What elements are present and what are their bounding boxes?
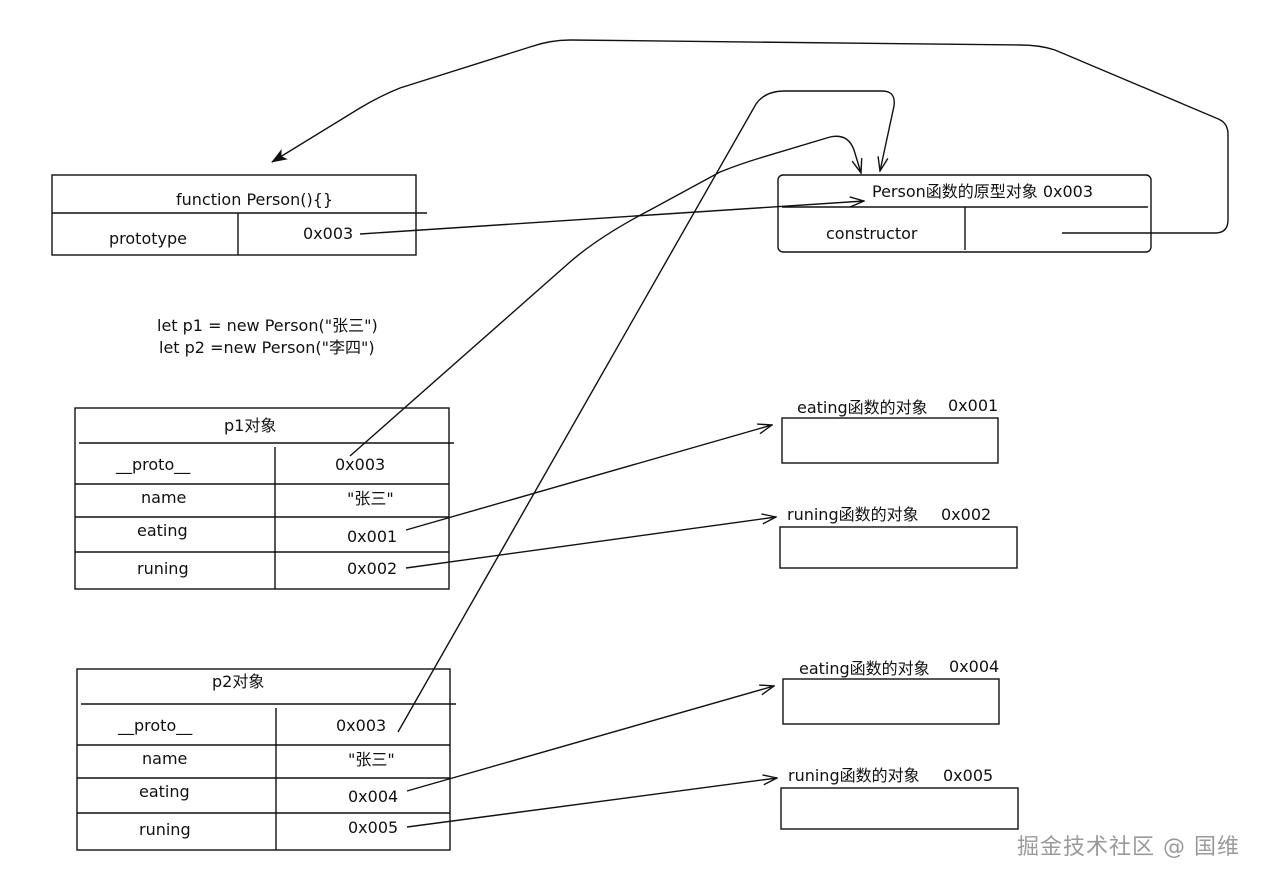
p2-runing-value: 0x005 [348, 818, 399, 837]
func-object-name: runing函数的对象 [787, 505, 919, 524]
arrow-p2-proto-to-object [397, 90, 895, 733]
arrow-p1-runing [405, 517, 776, 569]
p1-proto-value: 0x003 [335, 455, 386, 474]
p1-name-label: name [141, 488, 187, 507]
p2-runing-label: runing [139, 820, 191, 839]
p1-eating-value: 0x001 [347, 527, 398, 546]
func-object-name: runing函数的对象 [788, 766, 920, 785]
code-line-2: let p2 =new Person("李四") [159, 338, 375, 357]
func-object-addr: 0x005 [943, 766, 994, 785]
prototype-label: prototype [109, 229, 187, 248]
constructor-label: constructor [826, 224, 918, 243]
p1-name-value: "张三" [347, 489, 394, 508]
p2-proto-value: 0x003 [336, 716, 387, 735]
func-object-name: eating函数的对象 [797, 398, 928, 417]
person-function-table [51, 174, 427, 256]
arrow-p1-proto-to-object [349, 135, 861, 457]
prototype-object-table [777, 174, 1152, 253]
p1-proto-label: __proto__ [116, 455, 191, 474]
func-object-name: eating函数的对象 [799, 659, 930, 678]
p1-eating-label: eating [137, 521, 188, 540]
arrow-p1-eating [405, 425, 772, 531]
prototype-object-title: Person函数的原型对象 0x003 [872, 182, 1094, 201]
func-object-addr: 0x001 [948, 396, 999, 415]
watermark: 掘金技术社区 @ 国维 [1017, 835, 1240, 860]
p2-eating-value: 0x004 [348, 787, 399, 806]
p1-title: p1对象 [224, 416, 277, 435]
p2-proto-label: __proto__ [118, 716, 193, 735]
p2-name-label: name [142, 749, 188, 768]
p2-title: p2对象 [212, 672, 265, 691]
code-line-1: let p1 = new Person("张三") [157, 316, 378, 335]
arrow-prototype-to-object [359, 201, 864, 235]
arrow-p2-eating [406, 686, 774, 792]
prototype-value: 0x003 [303, 224, 354, 243]
arrow-constructor-to-person [271, 39, 1229, 234]
p1-runing-label: runing [137, 559, 189, 578]
arrow-p2-runing [406, 778, 777, 828]
p2-name-value: "张三" [348, 750, 395, 769]
func-object-addr: 0x004 [949, 657, 1000, 676]
p1-object-table [74, 407, 454, 590]
function-object-boxes [779, 417, 1019, 830]
p1-runing-value: 0x002 [347, 559, 398, 578]
p2-object-table [76, 668, 456, 851]
p2-eating-label: eating [139, 782, 190, 801]
reference-arrows [271, 39, 1229, 828]
func-object-addr: 0x002 [941, 505, 992, 524]
person-function-title: function Person(){} [176, 190, 334, 209]
